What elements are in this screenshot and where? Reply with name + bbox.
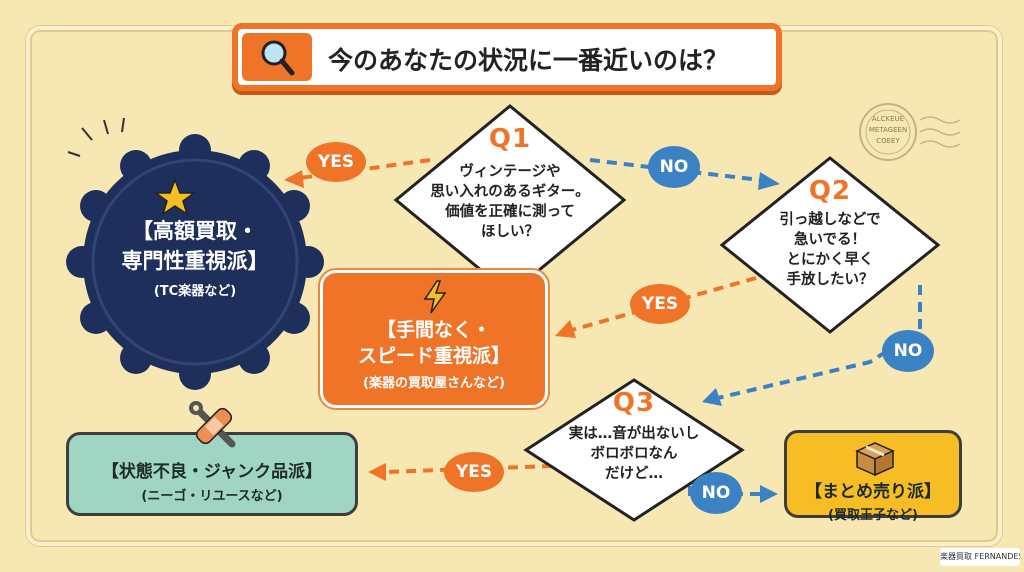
q2-yes-connector — [571, 276, 757, 332]
q1-no-label: NO — [648, 146, 700, 188]
q2-diamond-shape — [719, 156, 941, 334]
q1-diamond: Q1 ヴィンテージや 思い入れのあるギター。 価値を正確に測って ほしい？ — [396, 106, 624, 294]
q2-text: 引っ越しなどで 急いでる！ とにかく早く 手放したい？ — [779, 212, 881, 288]
q2-no-label: NO — [882, 330, 934, 372]
stamp-line-3: COEEY — [876, 137, 900, 145]
q2-label: Q2 — [808, 176, 852, 206]
stamp-text: ALCKEUE METAGEEN COEEY — [864, 114, 912, 147]
search-icon — [261, 40, 295, 76]
q1-no-arrowhead — [758, 172, 780, 190]
stamp-line-2: METAGEEN — [868, 126, 908, 134]
wrench-bandage-icon — [189, 401, 236, 448]
q1-label: Q1 — [488, 124, 532, 154]
q2-yes-arrowhead — [555, 320, 576, 338]
result-junk-title: 【状態不良・ジャンク品派】 — [101, 462, 323, 482]
q3-no-arrowhead — [760, 485, 778, 503]
high-value-badge-shape — [66, 134, 324, 390]
result-speed: 【手間なく・ スピード重視派】 (楽器の買取屋さんなど) — [320, 270, 548, 408]
sparkle-lines — [67, 117, 125, 157]
q1-yes-arrowhead — [284, 170, 304, 188]
q3-text: 実は…音が出ないし ボロボロなん だけど… — [568, 426, 700, 482]
q3-no-label: NO — [690, 472, 742, 514]
box-icon — [855, 442, 895, 477]
q3-yes-arrowhead — [368, 463, 386, 481]
result-junk-subtitle: (ニーゴ・リユースなど) — [141, 489, 283, 504]
result-high-value: 【高額買取・ 専門性重視派】 (TC楽器など) — [80, 216, 310, 299]
q2-yes-label: YES — [630, 284, 690, 324]
q2-no-arrowhead — [702, 388, 722, 406]
result-high-value-subtitle: (TC楽器など) — [153, 284, 237, 299]
lightning-icon — [423, 280, 447, 314]
result-bulk-title: 【まとめ売り派】 — [805, 482, 941, 502]
q3-yes-label: YES — [444, 452, 504, 492]
brand-logo: 楽器買取 FERNANDES — [940, 548, 1020, 566]
q3-yes-connector — [384, 464, 553, 474]
result-speed-title: 【手間なく・ スピード重視派】 — [357, 319, 510, 367]
stamp-line-1: ALCKEUE — [871, 115, 905, 123]
q3-diamond: Q3 実は…音が出ないし ボロボロなん だけど… — [526, 380, 742, 520]
q2-diamond: Q2 引っ越しなどで 急いでる！ とにかく早く 手放したい？ — [722, 158, 938, 332]
title-icon-box — [242, 33, 312, 81]
q1-yes-label: YES — [306, 142, 366, 182]
result-speed-subtitle: (楽器の買取屋さんなど) — [363, 376, 505, 391]
result-bulk-subtitle: (買取王子など) — [828, 508, 918, 523]
result-high-value-title: 【高額買取・ 専門性重視派】 — [121, 219, 269, 273]
q3-diamond-shape — [523, 378, 745, 522]
title-banner: 今のあなたの状況に一番近いのは？ — [232, 23, 782, 91]
result-bulk: 【まとめ売り派】 (買取王子など) — [784, 430, 962, 523]
q3-label: Q3 — [612, 388, 656, 418]
q1-text: ヴィンテージや 思い入れのあるギター。 価値を正確に測って ほしい？ — [430, 164, 590, 240]
page-title: 今のあなたの状況に一番近いのは？ — [328, 46, 729, 75]
star-icon — [153, 177, 197, 216]
stamp-icon — [859, 103, 961, 161]
